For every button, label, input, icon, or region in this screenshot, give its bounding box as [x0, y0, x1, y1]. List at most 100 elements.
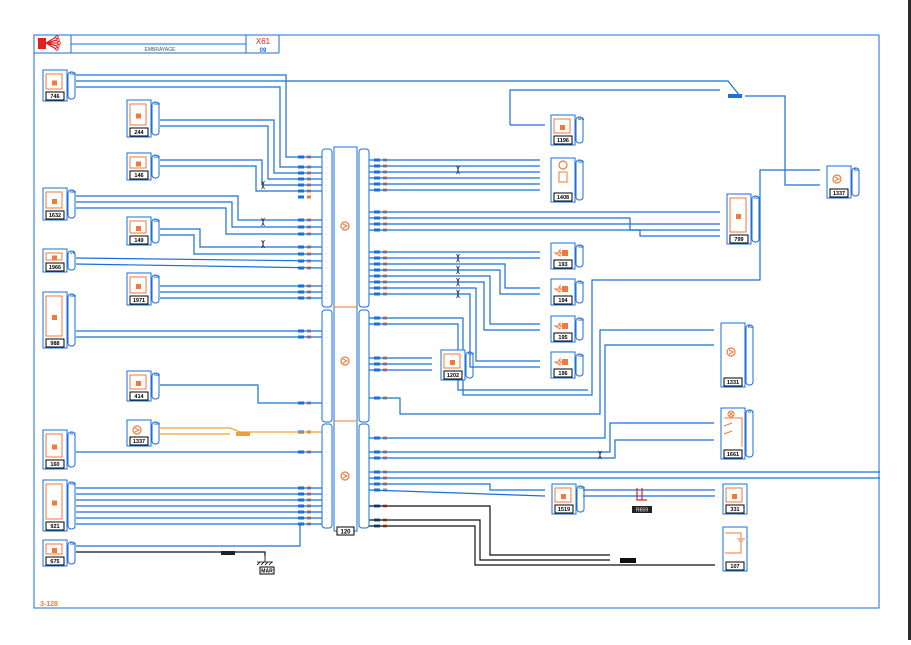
component-id-box	[443, 370, 463, 380]
connector-id-box	[632, 506, 652, 513]
connector-color-label: GY	[70, 431, 76, 436]
connector-bracket	[575, 159, 584, 201]
wire	[369, 525, 715, 566]
splice-top	[728, 94, 742, 98]
ecu-pin-label: ·	[326, 335, 327, 340]
connector-bracket	[575, 317, 584, 341]
ecu-pin-label: ·	[326, 165, 327, 170]
module-icon	[45, 483, 63, 520]
wire	[369, 483, 545, 491]
ecu-pin-label: ·	[326, 225, 327, 230]
motor-icon	[558, 160, 568, 183]
ecu-pin-label: ·	[326, 290, 327, 295]
wire	[76, 551, 266, 556]
wire	[76, 207, 322, 235]
switch-icon	[129, 156, 147, 169]
pressure-sensor-icon	[443, 353, 461, 369]
ecu-body	[333, 146, 358, 532]
wire	[369, 505, 610, 556]
connector-id-label: R659	[636, 508, 648, 514]
component-id-label: 1661	[727, 452, 739, 458]
wire	[369, 263, 540, 289]
ecu-pin-label: ·	[326, 232, 327, 237]
wire	[76, 524, 301, 547]
ecu-pin-label: ·	[326, 296, 327, 301]
switch-icon	[45, 433, 63, 458]
ecu-section-icon	[340, 471, 350, 481]
model-code: X61	[256, 37, 271, 46]
component-id-box	[553, 295, 573, 305]
wire	[75, 263, 323, 269]
connector-bracket	[67, 293, 76, 347]
ecu-pin-label: ·	[326, 183, 327, 188]
connector-color-label: GR	[70, 541, 76, 546]
component-id-box	[45, 262, 65, 272]
component-id-box	[129, 295, 149, 305]
component-id-label: 160	[50, 462, 59, 468]
component-id-box	[45, 521, 65, 531]
page-number: 3-128	[40, 601, 58, 608]
wire	[368, 489, 546, 497]
wire	[160, 384, 322, 404]
switch-icon	[129, 374, 147, 390]
wire	[369, 269, 540, 295]
wire	[160, 119, 322, 174]
component-160: 160 GY	[42, 429, 76, 470]
ecu-pin-label: ·	[326, 252, 327, 257]
switch-icon	[45, 543, 63, 555]
relay-icon	[553, 118, 571, 134]
component-id-box	[129, 391, 149, 401]
wire	[369, 519, 610, 561]
wire	[160, 159, 322, 186]
ecu-section-icon	[340, 221, 350, 231]
component-id-label: 196	[558, 371, 567, 377]
connector-color-label: NO	[70, 189, 76, 194]
ecu-connector-right	[358, 148, 370, 308]
ecu-connector-right	[358, 423, 370, 529]
connector-bracket	[67, 481, 76, 530]
connector-color-label: NO	[70, 293, 76, 298]
computer-icon	[726, 347, 736, 357]
twisted-pair-icon	[456, 277, 460, 287]
twisted-pair-icon	[261, 239, 265, 249]
harness-logo-icon	[38, 35, 61, 51]
connector-bracket	[151, 218, 160, 244]
component-id-label: 799	[734, 237, 743, 243]
ecu-pin-label: ·	[326, 284, 327, 289]
component-id-label: 1519	[558, 507, 570, 513]
connector-bracket	[67, 71, 76, 100]
twisted-pair-icon	[456, 265, 460, 275]
component-id-box	[45, 459, 65, 469]
ecu-pin-label: ·	[326, 329, 327, 334]
wire	[76, 86, 322, 168]
component-id-label: 1632	[49, 213, 61, 219]
wires	[75, 74, 880, 566]
component-id-label: 1331	[727, 380, 739, 386]
computer-icon	[132, 425, 142, 435]
sensor-icon	[45, 191, 63, 209]
ecu-section-icon	[340, 356, 350, 366]
splice-orange	[236, 432, 250, 436]
connector-bracket	[575, 280, 584, 304]
component-id-label: 675	[50, 559, 59, 565]
connector-color-label: NO	[70, 71, 76, 76]
connector-bracket	[67, 431, 76, 468]
connector-color-label: NO	[154, 372, 160, 377]
wire	[369, 275, 540, 325]
component-id-box	[129, 170, 149, 180]
wire	[76, 80, 741, 97]
component-id-label: 149	[134, 238, 143, 244]
ecu-pin-label: ·	[326, 195, 327, 200]
component-id-box	[45, 556, 65, 566]
component-id-label: 1337	[133, 439, 145, 445]
wire	[369, 281, 540, 331]
component-id-label: 1971	[133, 298, 145, 304]
